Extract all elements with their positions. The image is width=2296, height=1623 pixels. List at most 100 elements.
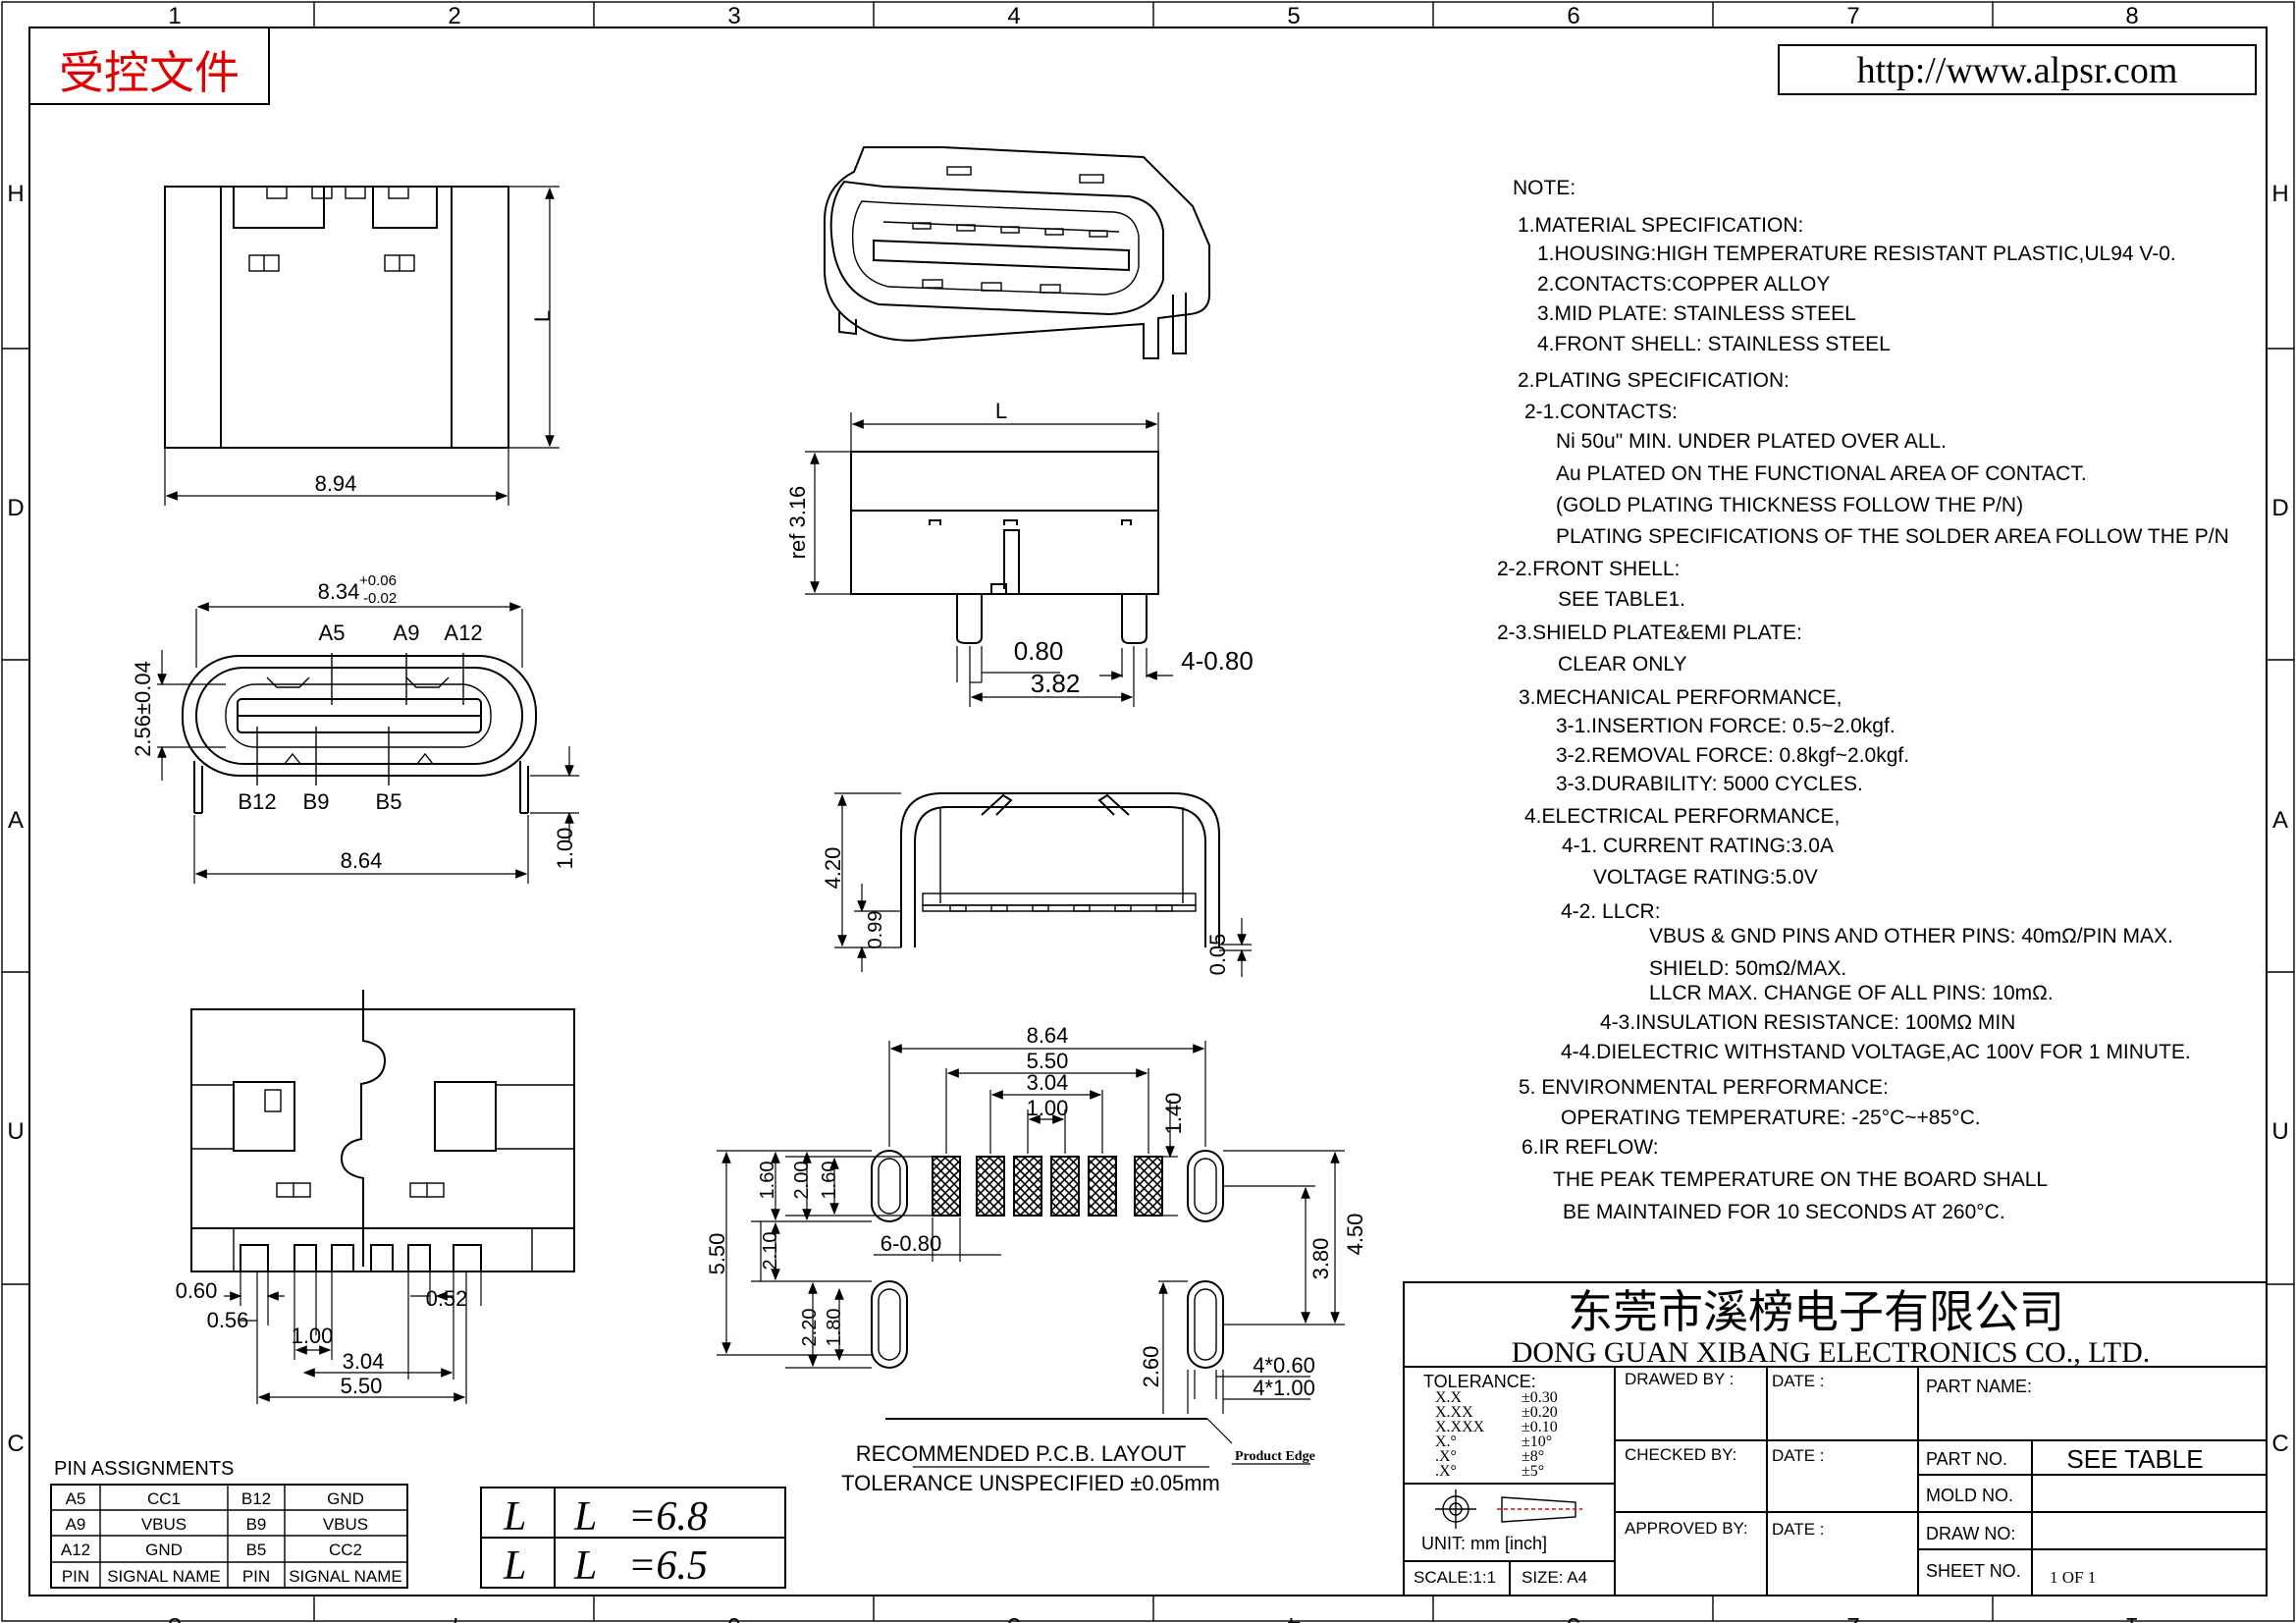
note-line: 3-3.DURABILITY: 5000 CYCLES. [1556,773,1863,795]
dim-pcb-4060: 4*0.60 [1253,1353,1315,1378]
col-2: 2 [448,3,460,29]
col-8: 8 [2125,3,2138,29]
dim-pcb-160a: 1.60 [757,1162,778,1200]
pin-assignment-table: PIN ASSIGNMENTS A5 CC1 B12 GND A9 VBUS B… [50,1458,408,1589]
dim-pcb-864: 8.64 [1027,1023,1069,1048]
row-r-C: C [2271,1431,2288,1457]
row-D: D [7,495,24,521]
dim-pcb-450: 4.50 [1343,1214,1367,1256]
svg-text:+0.06: +0.06 [359,572,397,589]
dim-bot-060: 0.60 [176,1278,218,1303]
note-line: PLATING SPECIFICATIONS OF THE SOLDER ARE… [1556,525,2229,548]
dim-side-ref: ref 3.16 [785,486,810,560]
col-5: 5 [1287,3,1300,29]
dim-end-099: 0.99 [865,911,886,949]
note-line: 4-3.INSULATION RESISTANCE: 100MΩ MIN [1600,1011,2015,1034]
note-line: LLCR MAX. CHANGE OF ALL PINS: 10mΩ. [1649,982,2054,1004]
dim-pcb-200: 2.00 [791,1162,813,1200]
dim-front-height: 2.56±0.04 [131,661,155,757]
pin-cell: GND [145,1541,183,1559]
note-line: 3.MID PLATE: STAINLESS STEEL [1537,302,1856,325]
col-3: 3 [727,3,740,29]
date-label: DATE : [1772,1520,1825,1539]
dim-bot-052: 0.52 [426,1286,468,1311]
unit-label: UNIT: mm [inch] [1421,1534,1547,1553]
svg-text:±0.30: ±0.30 [1522,1389,1558,1406]
note-line: 1.HOUSING:HIGH TEMPERATURE RESISTANT PLA… [1537,243,2176,265]
l-col1: L [503,1543,526,1589]
row-U: U [7,1118,24,1145]
label-a12: A12 [444,621,482,645]
pin-cell: VBUS [141,1515,187,1534]
bottom-view: 0.60 0.56 1.00 0.52 3.04 5.50 [176,990,575,1404]
svg-text:X.XXX: X.XXX [1435,1419,1485,1435]
pin-cell: VBUS [323,1515,368,1534]
website-box: http://www.alpsr.com [1778,44,2257,95]
part-no-value: SEE TABLE [2066,1444,2203,1474]
col-b-3: 3 [1567,1612,1579,1623]
sheet-no-label: SHEET NO. [1926,1561,2021,1581]
l-col2: L [573,1543,597,1589]
website-text: http://www.alpsr.com [1857,50,2178,91]
label-a9: A9 [394,621,420,645]
svg-text:±5°: ±5° [1522,1463,1544,1480]
dim-front-leg-h: 1.00 [553,828,577,870]
label-b9: B9 [303,789,330,814]
dim-pcb-304: 3.04 [1027,1070,1069,1095]
col-6: 6 [1567,3,1579,29]
pin-cell: A5 [66,1489,86,1508]
dim-pcb-550v: 5.50 [705,1233,729,1275]
col-b-5: 5 [1007,1612,1020,1623]
note-line: 2-3.SHIELD PLATE&EMI PLATE: [1497,622,1802,644]
scale-label: SCALE:1:1 [1414,1568,1496,1587]
col-4: 4 [1007,3,1020,29]
sheet-no-value: 1 OF 1 [2050,1568,2096,1587]
note-line: 3-2.REMOVAL FORCE: 0.8kgf~2.0kgf. [1556,744,1909,767]
pin-table-title: PIN ASSIGNMENTS [54,1458,234,1480]
svg-text:.X°: .X° [1435,1463,1457,1480]
note-line: Au PLATED ON THE FUNCTIONAL AREA OF CONT… [1556,462,2087,485]
svg-text:X.°: X.° [1435,1434,1457,1450]
col-1: 1 [168,3,181,29]
part-no-label: PART NO. [1926,1449,2007,1469]
drawn-by-label: DRAWED BY : [1625,1370,1734,1388]
row-r-A: A [2272,807,2288,834]
dim-pcb-380: 3.80 [1308,1238,1333,1280]
dim-end-height: 4.20 [821,847,845,890]
side-view: L ref 3.16 0.80 3.82 4-0.80 [785,399,1254,707]
note-line: 1.MATERIAL SPECIFICATION: [1518,214,1803,237]
col-b-7: 7 [448,1612,460,1623]
row-A: A [8,807,24,834]
dim-side-leg-w: 0.80 [1014,636,1064,666]
svg-text:±8°: ±8° [1522,1448,1544,1465]
note-line: OPERATING TEMPERATURE: -25°C~+85°C. [1561,1107,1981,1129]
company-name-cn: 东莞市溪榜电子有限公司 [1568,1285,2064,1338]
note-line: CLEAR ONLY [1558,653,1687,676]
pin-cell: PIN [62,1567,89,1586]
isometric-view [824,146,1210,359]
note-line: 4-1. CURRENT RATING:3.0A [1562,835,1834,857]
dim-top-height: L [530,310,555,322]
svg-text:.X°: .X° [1435,1448,1457,1465]
pin-cell: A12 [61,1541,90,1559]
note-line: VOLTAGE RATING:5.0V [1593,866,1818,889]
dim-end-005: 0.05 [1205,934,1230,976]
dim-top-width: 8.94 [315,471,357,496]
note-line: NOTE: [1513,177,1575,199]
part-name-label: PART NAME: [1926,1377,2032,1396]
svg-text:±10°: ±10° [1522,1434,1552,1450]
draw-no-label: DRAW NO: [1926,1524,2015,1543]
dim-pcb-550: 5.50 [1027,1049,1069,1073]
dim-pcb-4100: 4*1.00 [1253,1376,1315,1400]
svg-text:X.X: X.X [1435,1389,1463,1406]
col-b-2: 2 [1846,1612,1859,1623]
checked-by-label: CHECKED BY: [1625,1445,1736,1464]
title-block: 东莞市溪榜电子有限公司 DONG GUAN XIBANG ELECTRONICS… [1403,1281,2268,1596]
pin-cell: B12 [241,1489,271,1508]
projection-symbol-icon [1435,1489,1582,1529]
row-r-D: D [2271,495,2288,521]
dim-bot-304: 3.04 [343,1349,385,1374]
note-line: (GOLD PLATING THICKNESS FOLLOW THE P/N) [1556,494,2023,516]
